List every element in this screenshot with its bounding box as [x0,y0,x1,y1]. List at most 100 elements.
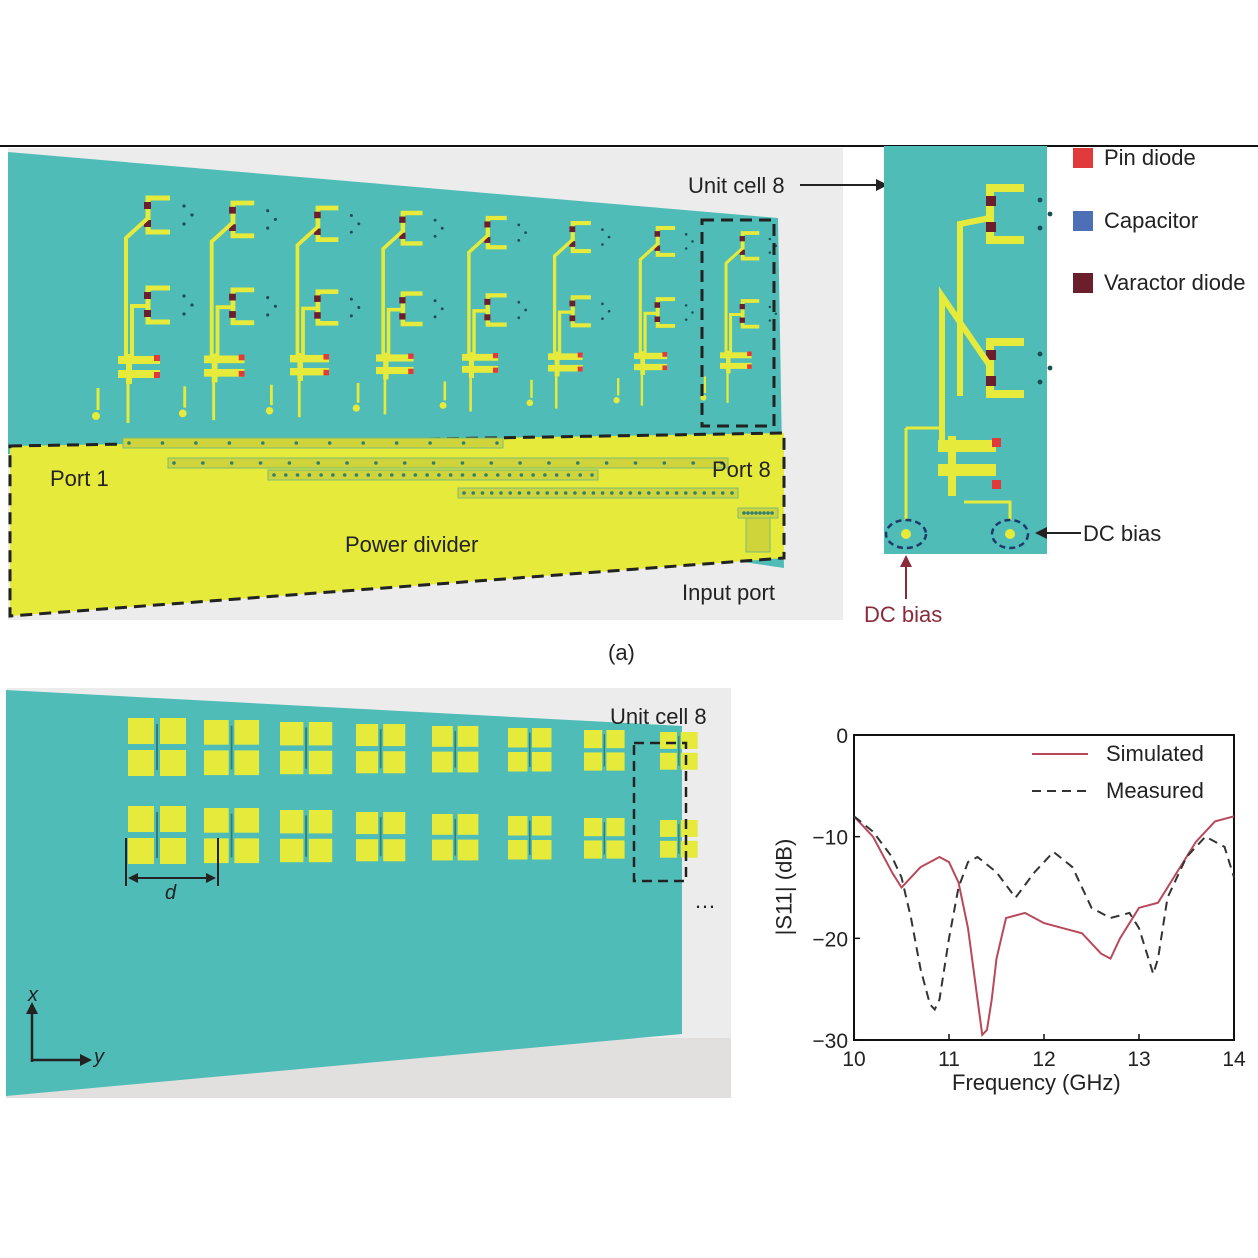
via [754,511,758,515]
via [1047,365,1053,371]
pin-diode-mark [577,352,583,358]
patch-array-3d [6,688,731,1098]
pin-diode-mark [408,368,414,375]
via [524,308,528,312]
top-rule [0,145,1258,147]
via [283,473,288,477]
via [273,304,277,308]
varactor-mark [399,313,406,320]
c-element [145,195,170,235]
via [462,491,466,495]
patch [532,840,552,860]
dc-bias-arrow-right [1035,527,1081,539]
switch-pad [118,356,160,364]
varactor-mark [739,317,745,323]
via [656,491,660,495]
via [327,441,332,445]
via [601,228,604,231]
via [774,312,778,315]
via [575,461,580,465]
via [489,461,494,465]
via [607,309,611,313]
varactor-mark [654,231,661,237]
via [489,491,494,495]
varactor-mark [314,295,321,302]
divider-branch [457,487,739,499]
patch [508,816,528,836]
via [768,319,772,322]
via [573,491,577,495]
power-divider-label: Power divider [345,532,479,557]
via [518,461,522,465]
via [517,223,521,227]
via [431,461,436,465]
via [425,473,429,477]
via [402,461,407,465]
varactor-mark [229,206,236,214]
feed-line [724,246,744,354]
pin-diode-mark [747,364,752,369]
switch-pad [938,440,996,452]
via [691,240,694,243]
patch [128,806,154,832]
via [471,491,476,495]
varactor-mark [484,236,491,243]
c-element [986,184,1024,244]
bias-line [904,426,1012,520]
via [484,473,488,477]
via [1047,211,1053,217]
feed-line [638,242,659,355]
patch [457,839,479,861]
via [711,491,716,495]
patch [606,730,625,749]
chart-ylabel: |S11| (dB) [771,838,797,936]
via [461,441,466,445]
via [554,473,559,477]
c-element [315,205,339,242]
y-tick-label: 0 [836,725,848,748]
unit-cell-label-a: Unit cell 8 [688,173,785,198]
via [394,441,399,445]
x-tick-label: 13 [1127,1048,1150,1071]
bias-pad [265,407,274,415]
varactor-mark [986,350,996,360]
via [273,217,277,221]
bias-line [617,374,644,406]
varactor-mark [314,228,321,235]
via [601,317,604,321]
patch [204,808,229,833]
patch [383,751,406,774]
chart-xlabel: Frequency (GHz) [952,1070,1121,1095]
patch [606,752,625,771]
via [517,316,521,320]
via [628,491,633,495]
via [590,473,594,477]
via [401,473,406,477]
via [633,461,638,465]
via [766,511,770,515]
patch [432,726,453,747]
via [750,511,754,515]
port8-label: Port 8 [712,457,771,482]
patch [234,838,260,864]
via [495,473,500,477]
patch-cell [128,718,186,776]
via [691,311,694,314]
via [591,491,596,495]
bias-line [443,377,472,412]
via [604,461,609,465]
spacing-d-label: d [165,882,177,904]
via [354,473,359,477]
via [227,441,232,445]
via [295,473,300,477]
via [266,226,270,230]
via [543,473,547,477]
patch [160,718,186,744]
via [647,491,651,495]
via [433,299,437,303]
via [349,314,353,318]
patch [660,732,677,749]
c-element [655,226,676,257]
via [357,306,361,309]
patch [356,751,379,774]
